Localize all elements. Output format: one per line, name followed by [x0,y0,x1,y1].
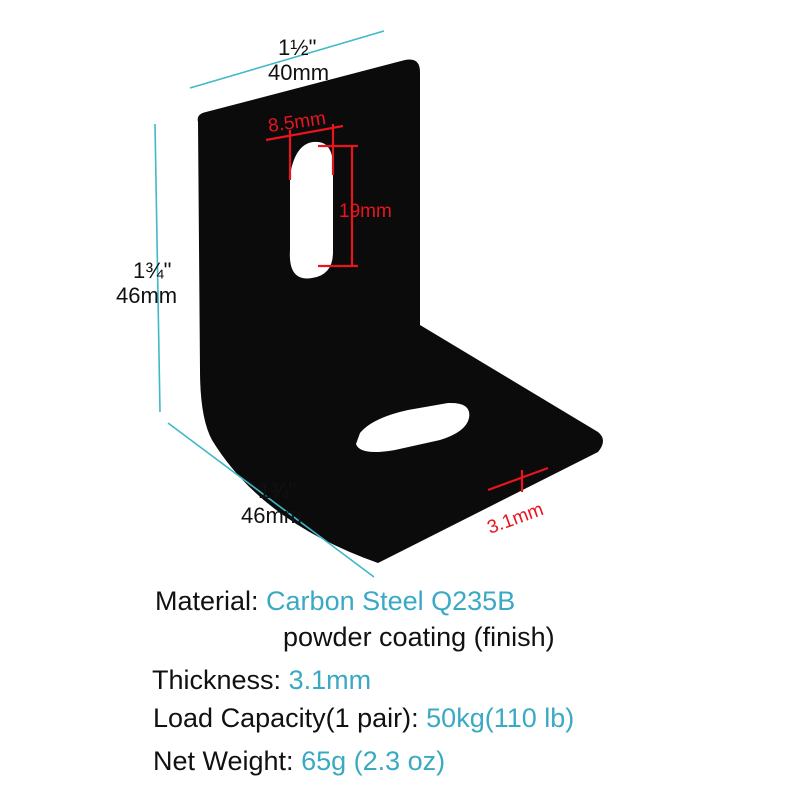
finish-value: powder coating (finish) [283,622,555,652]
slot-width-callout-line [265,124,344,142]
depth-fraction-label: 1¾" [258,478,296,503]
load-capacity-value: 50kg(110 lb) [426,703,575,733]
material-label: Material: [155,586,259,616]
top-width-dimension-line [189,30,385,89]
thickness-label: 3.1mm [485,499,547,539]
net-weight-value: 65g (2.3 oz) [301,746,446,776]
spec-net-weight: Net Weight: 65g (2.3 oz) [153,748,445,775]
height-fraction-label: 1¾" [133,258,171,283]
slot-length-label: 19mm [339,201,392,222]
height-dimension-line [154,123,161,413]
top-width-fraction-label: 1½" [278,35,316,60]
spec-thickness: Thickness: 3.1mm [152,667,371,694]
thickness-callout-line [487,466,549,492]
horizontal-slot [356,402,470,452]
top-width-metric-label: 40mm [268,60,329,85]
net-weight-label: Net Weight: [153,746,294,776]
load-capacity-label: Load Capacity(1 pair): [153,703,419,733]
depth-metric-label: 46mm [241,503,302,528]
spec-material: Material: Carbon Steel Q235B [155,588,515,615]
spec-load-capacity: Load Capacity(1 pair): 50kg(110 lb) [153,705,574,732]
height-metric-label: 46mm [116,283,177,308]
spec-finish: powder coating (finish) [283,624,555,651]
depth-dimension-line [167,422,375,578]
thickness-spec-label: Thickness: [152,665,282,695]
material-value: Carbon Steel Q235B [266,586,516,616]
vertical-slot [289,141,334,279]
thickness-spec-value: 3.1mm [288,665,372,695]
